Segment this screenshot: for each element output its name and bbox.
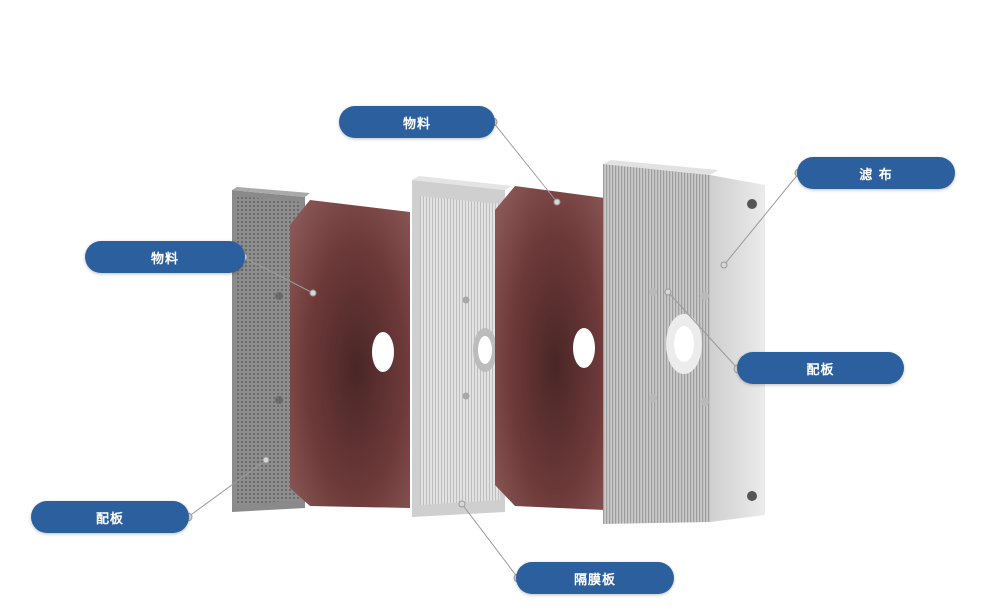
right-material-cake [495, 186, 605, 510]
label-filter-cloth: 滤 布 [797, 157, 955, 189]
right-plate [603, 160, 765, 524]
label-material-top: 物料 [339, 106, 495, 138]
leader-lines [187, 121, 800, 579]
label-plate-left: 配板 [31, 501, 189, 533]
left-material-cake [290, 200, 410, 508]
label-plate-right: 配板 [737, 352, 904, 384]
membrane-plate [412, 176, 512, 517]
label-material-left: 物料 [85, 241, 245, 273]
label-membrane-plate: 隔膜板 [516, 562, 674, 594]
left-plate [232, 187, 310, 512]
